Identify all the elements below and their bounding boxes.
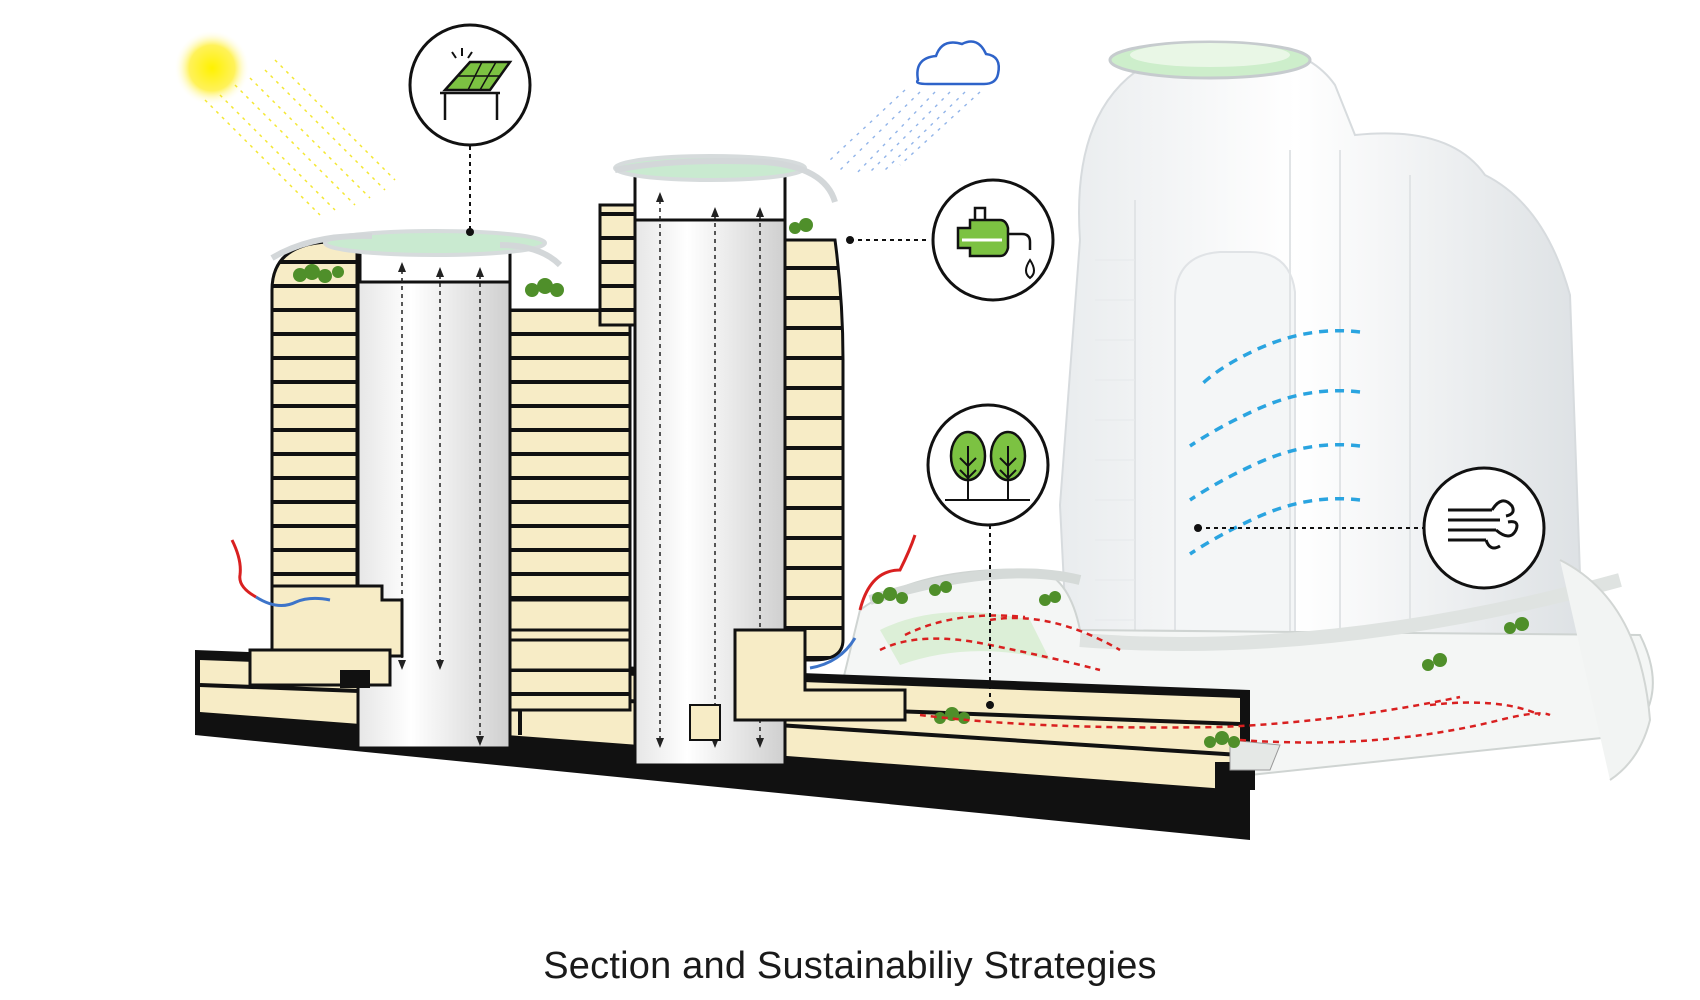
sun-icon	[174, 30, 396, 216]
solar-panel-icon	[408, 23, 532, 147]
rooftop-trees	[293, 218, 1529, 748]
water-recycling-icon	[931, 178, 1055, 302]
right-tower	[598, 154, 907, 767]
wind-icon	[1422, 466, 1546, 590]
wind-arrows	[1189, 328, 1361, 556]
diagram-caption: Section and Sustainabiliy Strategies	[543, 945, 1157, 987]
leader-lines	[469, 146, 1425, 705]
trees-icon	[926, 403, 1050, 527]
left-tower	[248, 229, 632, 750]
airflow-exhaust	[230, 534, 917, 670]
rain-cloud-icon	[829, 40, 1000, 176]
